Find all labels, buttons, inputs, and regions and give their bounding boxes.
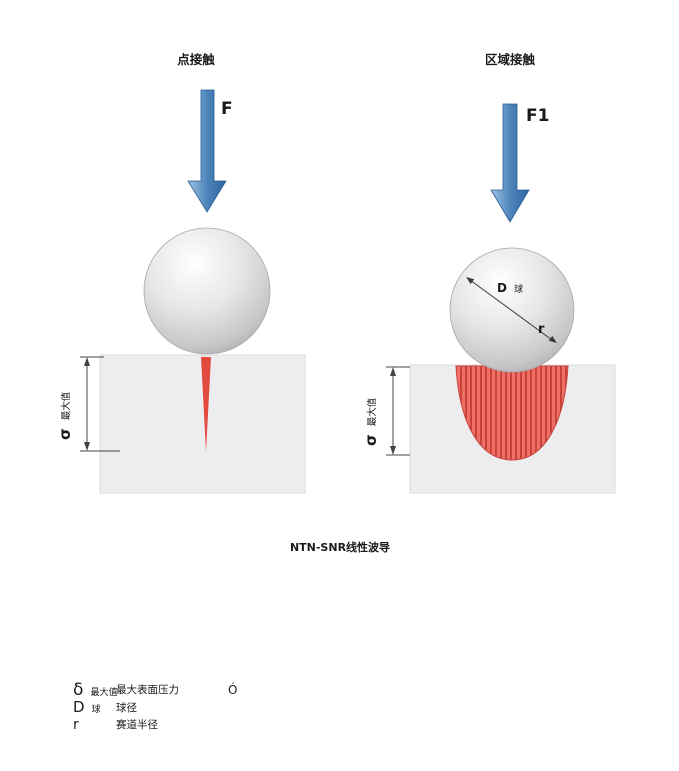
force-arrow-right	[490, 103, 530, 223]
radius-label: r	[538, 322, 545, 337]
dim-arrow-up-right	[390, 367, 396, 376]
diameter-label: D 球	[497, 277, 523, 296]
legend: δ 最大值 最大表面压力 Ó D 球 球径 r 赛道半径	[73, 680, 237, 733]
legend-suffix-1: Ó	[228, 682, 237, 697]
dim-arrow-up-left	[84, 357, 90, 366]
left-panel-title: 点接触	[177, 52, 215, 67]
dimension-right	[386, 366, 410, 456]
sigma-label-left: σ 最大值	[55, 391, 74, 440]
stress-spike	[201, 357, 211, 452]
right-panel-title: 区域接触	[485, 52, 536, 67]
legend-desc-3: 赛道半径	[116, 718, 158, 731]
ball-left	[143, 227, 271, 355]
force-arrow-left	[187, 89, 227, 213]
legend-symbol-3: r	[73, 717, 79, 733]
force-label-right: F1	[526, 106, 549, 126]
force-label-left: F	[221, 99, 233, 119]
dimension-left	[80, 356, 120, 452]
diameter-line	[466, 277, 557, 343]
dim-arrow-down-right	[390, 446, 396, 455]
ball-right	[449, 247, 575, 373]
legend-symbol-1: δ 最大值	[73, 680, 118, 700]
sigma-label-right: σ 最大值	[361, 397, 380, 446]
dim-arrow-down-left	[84, 442, 90, 451]
stress-distribution	[455, 365, 569, 461]
legend-symbol-2: D 球	[73, 697, 101, 716]
legend-desc-2: 球径	[116, 701, 137, 714]
legend-desc-1: 最大表面压力	[116, 683, 179, 696]
caption: NTN-SNR线性波导	[290, 540, 390, 554]
